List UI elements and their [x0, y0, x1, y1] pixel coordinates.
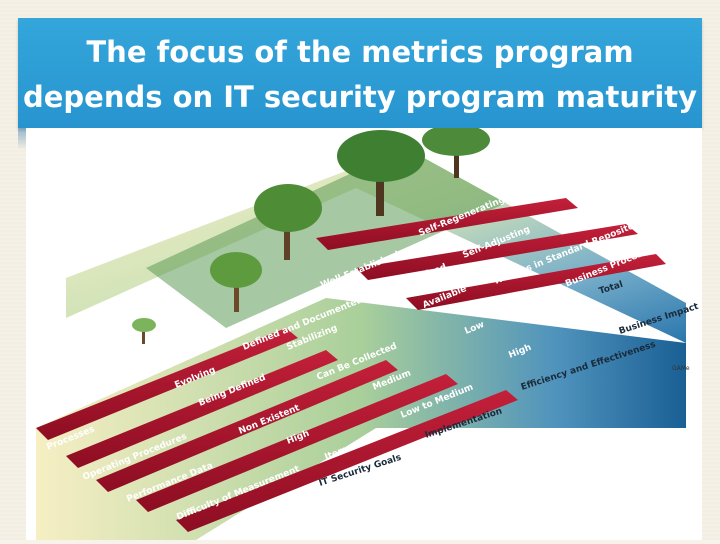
step-band-7	[356, 224, 638, 280]
title-line-2: depends on IT security program maturity	[22, 80, 698, 114]
step-band-1	[36, 328, 298, 440]
tree-small	[132, 318, 156, 344]
step-band-4	[136, 374, 458, 512]
tree-large	[254, 184, 322, 260]
tree-medium	[210, 252, 262, 312]
image-credit: GAMe	[672, 365, 690, 372]
maturity-staircase-diagram: Processes Operating Procedures Performan…	[26, 124, 702, 540]
step-bands	[36, 198, 666, 532]
tree-back	[422, 124, 490, 178]
step-band-6	[316, 198, 578, 250]
tree-xlarge	[337, 130, 425, 216]
staircase-illustration: Processes Operating Procedures Performan…	[36, 124, 700, 540]
slide-title: The focus of the metrics program depends…	[18, 30, 702, 120]
title-line-1: The focus of the metrics program	[86, 35, 634, 69]
step-band-8	[406, 254, 666, 310]
step-band-5	[176, 390, 518, 532]
step-band-2	[66, 350, 338, 468]
step-band-3	[96, 360, 398, 492]
